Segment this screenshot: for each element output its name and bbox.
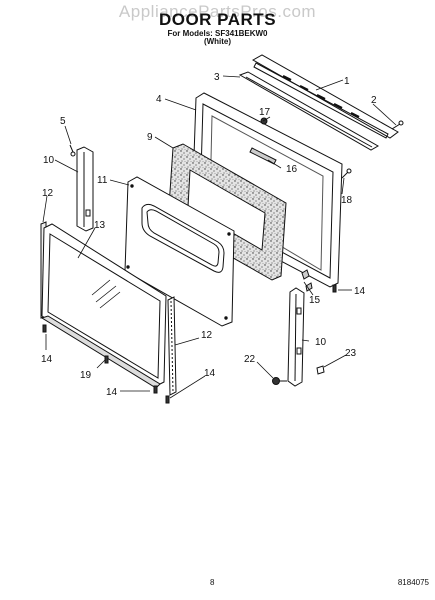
callout-1: 1 bbox=[344, 76, 350, 87]
inner-panel-part bbox=[124, 176, 235, 327]
color-line: (White) bbox=[203, 37, 232, 46]
clip-part bbox=[316, 365, 325, 375]
screw-part bbox=[341, 168, 352, 179]
callout-labels: 1 2 3 4 5 9 10 10 11 12 12 13 14 14 14 1… bbox=[41, 72, 377, 398]
callout-23: 23 bbox=[345, 348, 357, 359]
callout-4: 4 bbox=[156, 94, 162, 105]
leader-lines bbox=[42, 75, 397, 399]
door-channel-part bbox=[287, 287, 305, 387]
insulation-part bbox=[167, 143, 287, 281]
callout-14-bottom-right: 14 bbox=[204, 368, 216, 379]
callout-11: 11 bbox=[97, 175, 108, 186]
watermark-text: AppliancePartsPros.com bbox=[118, 2, 317, 21]
callout-10-right: 10 bbox=[315, 337, 327, 348]
vent-trim-part bbox=[251, 54, 399, 139]
callout-14-right: 14 bbox=[354, 286, 366, 297]
callout-3: 3 bbox=[214, 72, 220, 83]
screw-part bbox=[42, 324, 170, 404]
clip-part bbox=[301, 269, 313, 292]
models-line: For Models: SF341BEKW0 bbox=[167, 29, 268, 38]
callout-14-left: 14 bbox=[41, 354, 53, 365]
callout-18: 18 bbox=[341, 195, 353, 206]
outer-glass-part bbox=[41, 223, 167, 387]
page-number: 8 bbox=[210, 578, 215, 587]
document-number: 8184075 bbox=[397, 578, 429, 587]
callout-5: 5 bbox=[60, 116, 66, 127]
callout-2: 2 bbox=[371, 95, 377, 106]
callout-17: 17 bbox=[259, 107, 271, 118]
screw-part bbox=[332, 284, 337, 293]
trim-strip-part bbox=[238, 71, 380, 151]
callout-15: 15 bbox=[309, 295, 321, 306]
callout-16: 16 bbox=[286, 164, 298, 175]
callout-12-left: 12 bbox=[42, 188, 54, 199]
callout-9: 9 bbox=[147, 132, 153, 143]
screw-part bbox=[69, 144, 76, 157]
screw-part bbox=[272, 377, 287, 385]
bottom-trim-part bbox=[40, 315, 161, 389]
callout-13: 13 bbox=[94, 220, 106, 231]
door-channel-part bbox=[76, 146, 94, 232]
callout-10-left: 10 bbox=[43, 155, 55, 166]
screw-part bbox=[391, 120, 404, 130]
callout-12-right: 12 bbox=[201, 330, 213, 341]
callout-14-bottom: 14 bbox=[106, 387, 118, 398]
page-title: DOOR PARTS bbox=[158, 10, 277, 29]
callout-19: 19 bbox=[80, 370, 92, 381]
side-trim-part bbox=[167, 296, 177, 396]
callout-22: 22 bbox=[244, 354, 256, 365]
